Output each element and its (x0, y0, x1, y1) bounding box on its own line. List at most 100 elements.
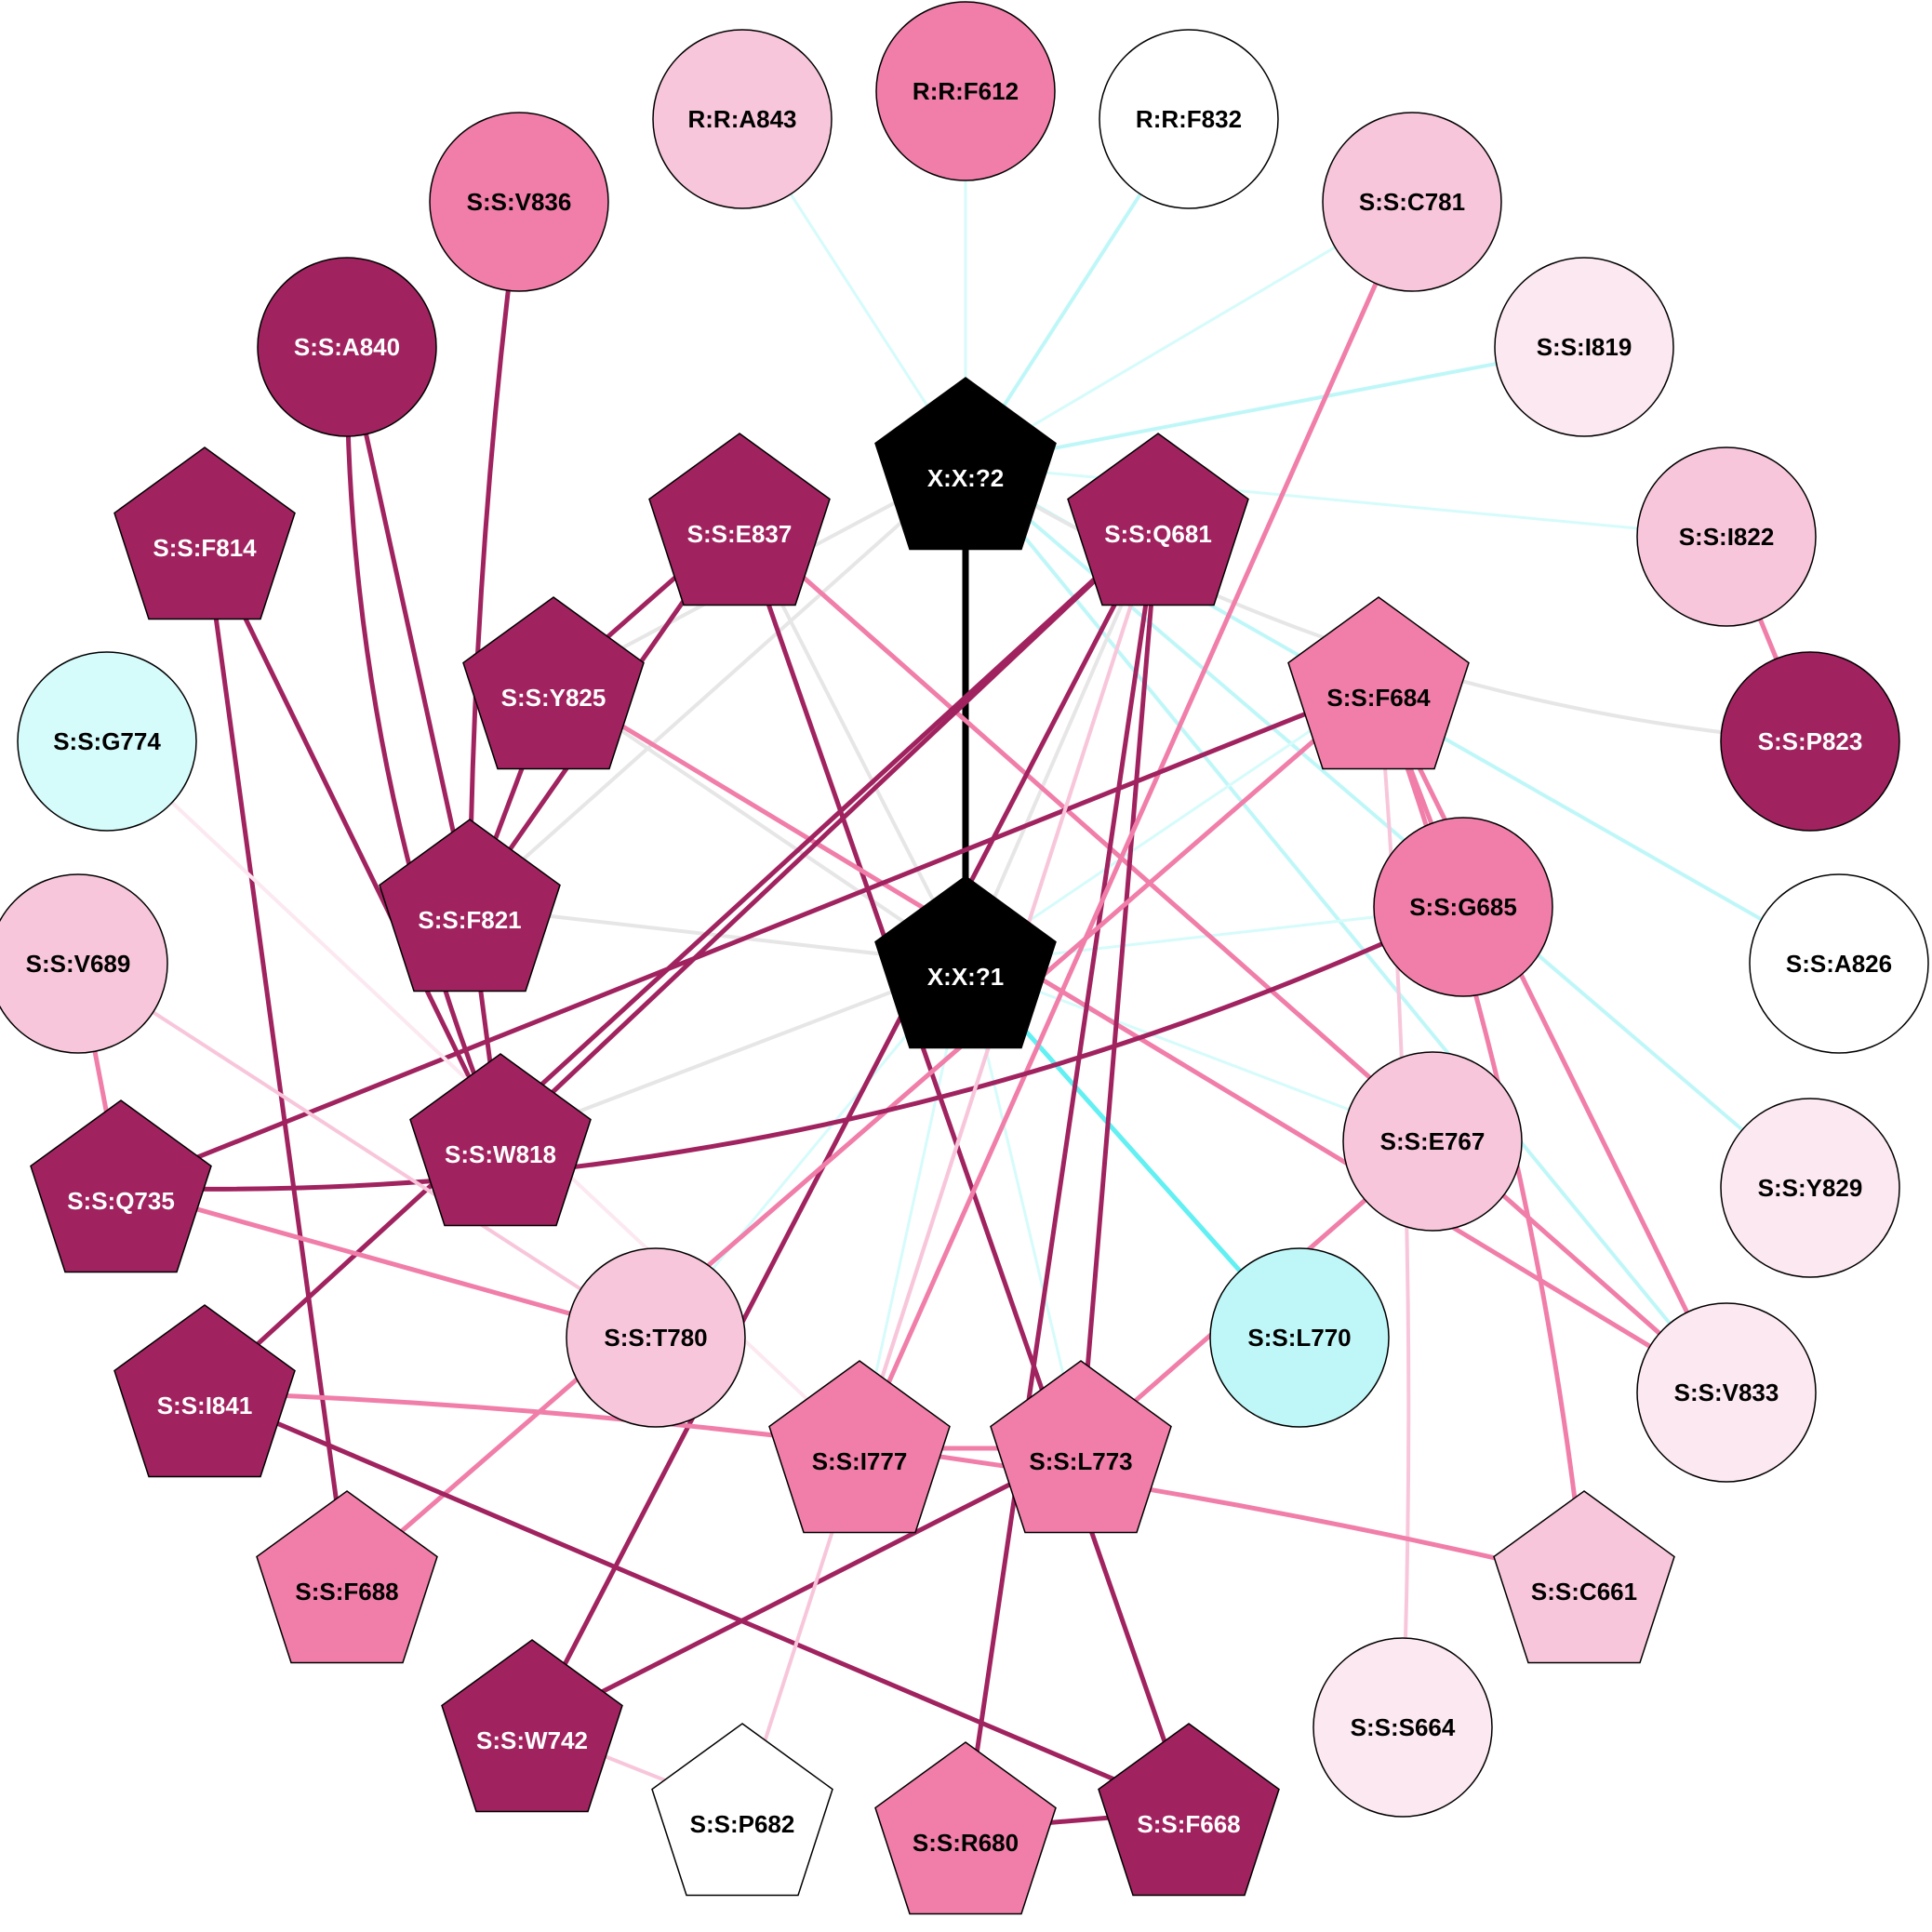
node-label: S:S:Q681 (1104, 520, 1212, 548)
node-circle-shape (0, 873, 168, 1054)
edge-s-s-g685-to-s-s-q735 (120, 904, 1465, 1192)
node-s-s-i841[interactable]: S:S:I841 (113, 1304, 296, 1478)
node-label: X:X:?1 (927, 963, 1004, 991)
node-label: S:S:I777 (812, 1447, 908, 1475)
edge-s-s-q735-to-s-s-t780 (120, 1185, 657, 1340)
node-label: S:S:S664 (1351, 1713, 1456, 1741)
node-circle-shape (1312, 1637, 1493, 1818)
node-s-s-i822[interactable]: S:S:I822 (1636, 446, 1817, 627)
node-label: S:S:L773 (1029, 1447, 1132, 1475)
node-label: S:S:L770 (1247, 1324, 1351, 1352)
node-s-s-s664[interactable]: S:S:S664 (1312, 1637, 1493, 1818)
node-s-s-v836[interactable]: S:S:V836 (429, 112, 609, 292)
node-label: S:S:E837 (687, 520, 793, 548)
node-s-s-y829[interactable]: S:S:Y829 (1720, 1098, 1900, 1278)
node-circle-shape (1720, 651, 1900, 832)
node-label: S:S:A826 (1786, 950, 1892, 978)
node-s-s-f821[interactable]: S:S:F821 (379, 819, 561, 993)
node-label: S:S:A840 (294, 333, 400, 361)
node-label: R:R:F832 (1136, 105, 1242, 133)
node-pentagon-shape (874, 875, 1057, 1049)
node-label: S:S:W818 (445, 1140, 556, 1168)
node-s-s-g774[interactable]: S:S:G774 (17, 651, 197, 832)
edge-s-s-l773-to-s-s-w742 (530, 1446, 1083, 1730)
node-s-s-e767[interactable]: S:S:E767 (1342, 1051, 1523, 1232)
node-s-s-l770[interactable]: S:S:L770 (1209, 1247, 1390, 1428)
node-label: S:S:P682 (690, 1810, 795, 1838)
edge-s-s-c781-to-s-s-i777 (857, 200, 1415, 1450)
node-s-s-y825[interactable]: S:S:Y825 (462, 596, 645, 770)
node-circle-shape (1720, 1098, 1900, 1278)
node-label: S:S:R680 (913, 1829, 1019, 1857)
node-pentagon-shape (113, 446, 296, 620)
node-pentagon-shape (874, 1741, 1057, 1915)
node-circle-shape (1636, 1302, 1817, 1483)
node-s-s-i777[interactable]: S:S:I777 (768, 1360, 951, 1534)
edge-s-s-i841-to-s-s-f668 (204, 1390, 1190, 1814)
node-s-s-a840[interactable]: S:S:A840 (257, 257, 437, 437)
node-s-s-f668[interactable]: S:S:F668 (1098, 1723, 1280, 1897)
node-x-x-1[interactable]: X:X:?1 (874, 875, 1057, 1049)
node-s-s-c781[interactable]: S:S:C781 (1322, 112, 1502, 292)
node-circle-shape (17, 651, 197, 832)
node-pentagon-shape (768, 1360, 951, 1534)
edge-s-s-p682-to-s-s-q681 (740, 520, 1160, 1812)
edge-x-x-2-to-s-s-f821 (468, 463, 967, 909)
node-s-s-q735[interactable]: S:S:Q735 (30, 1099, 212, 1273)
node-label: S:S:I819 (1537, 333, 1632, 361)
node-s-s-a826[interactable]: S:S:A826 (1749, 873, 1929, 1054)
edge-s-s-v836-to-s-s-f821 (467, 201, 522, 908)
node-s-s-p682[interactable]: S:S:P682 (651, 1723, 833, 1897)
node-s-s-f688[interactable]: S:S:F688 (256, 1490, 438, 1664)
node-label: S:S:C661 (1531, 1578, 1637, 1606)
node-circle-shape (652, 29, 833, 209)
node-s-s-v689[interactable]: S:S:V689 (0, 873, 168, 1054)
edge-s-s-f684-to-s-s-q735 (120, 682, 1379, 1191)
node-pentagon-shape (30, 1099, 212, 1273)
node-label: S:S:W742 (476, 1726, 588, 1754)
node-s-s-t780[interactable]: S:S:T780 (566, 1247, 746, 1428)
node-label: S:S:G774 (53, 727, 161, 755)
edge-x-x-1-to-s-s-f684 (965, 683, 1379, 966)
node-pentagon-shape (462, 596, 645, 770)
edge-x-x-2-to-s-s-i822 (965, 463, 1727, 539)
edge-s-s-q681-to-s-s-w818 (499, 519, 1160, 1143)
node-circle-shape (1749, 873, 1929, 1054)
node-x-x-2[interactable]: X:X:?2 (874, 377, 1057, 551)
node-s-s-e837[interactable]: S:S:E837 (648, 433, 831, 606)
node-circle-shape (1209, 1247, 1390, 1428)
node-r-r-f612[interactable]: R:R:F612 (875, 1, 1056, 181)
edge-s-s-e837-to-s-s-v833 (738, 519, 1728, 1394)
node-s-s-i819[interactable]: S:S:I819 (1494, 257, 1674, 437)
node-r-r-f832[interactable]: R:R:F832 (1099, 29, 1279, 209)
node-s-s-c661[interactable]: S:S:C661 (1493, 1490, 1675, 1664)
node-label: R:R:A843 (687, 105, 796, 133)
node-s-s-f684[interactable]: S:S:F684 (1287, 596, 1470, 770)
node-circle-shape (257, 257, 437, 437)
node-r-r-a843[interactable]: R:R:A843 (652, 29, 833, 209)
node-label: S:S:Y825 (501, 684, 606, 712)
node-s-s-w818[interactable]: S:S:W818 (409, 1053, 592, 1227)
edge-s-s-a840-to-s-s-f821 (344, 346, 473, 908)
node-label: S:S:V836 (467, 188, 572, 216)
node-circle-shape (1099, 29, 1279, 209)
edge-s-s-q681-to-s-s-l773 (1078, 520, 1161, 1449)
node-label: R:R:F612 (913, 77, 1019, 105)
node-label: S:S:P823 (1758, 727, 1863, 755)
node-pentagon-shape (1067, 433, 1249, 606)
node-s-s-q681[interactable]: S:S:Q681 (1067, 433, 1249, 606)
node-circle-shape (1494, 257, 1674, 437)
node-s-s-r680[interactable]: S:S:R680 (874, 1741, 1057, 1915)
node-s-s-p823[interactable]: S:S:P823 (1720, 651, 1900, 832)
node-pentagon-shape (113, 1304, 296, 1478)
edge-s-s-a840-to-s-s-w818 (344, 346, 503, 1142)
node-s-s-f814[interactable]: S:S:F814 (113, 446, 296, 620)
node-s-s-w742[interactable]: S:S:W742 (441, 1639, 623, 1813)
node-s-s-g685[interactable]: S:S:G685 (1373, 817, 1553, 997)
node-label: S:S:Y829 (1758, 1174, 1863, 1202)
node-pentagon-shape (874, 377, 1057, 551)
node-label: S:S:V689 (26, 950, 131, 978)
node-s-s-l773[interactable]: S:S:L773 (990, 1360, 1172, 1534)
node-s-s-v833[interactable]: S:S:V833 (1636, 1302, 1817, 1483)
